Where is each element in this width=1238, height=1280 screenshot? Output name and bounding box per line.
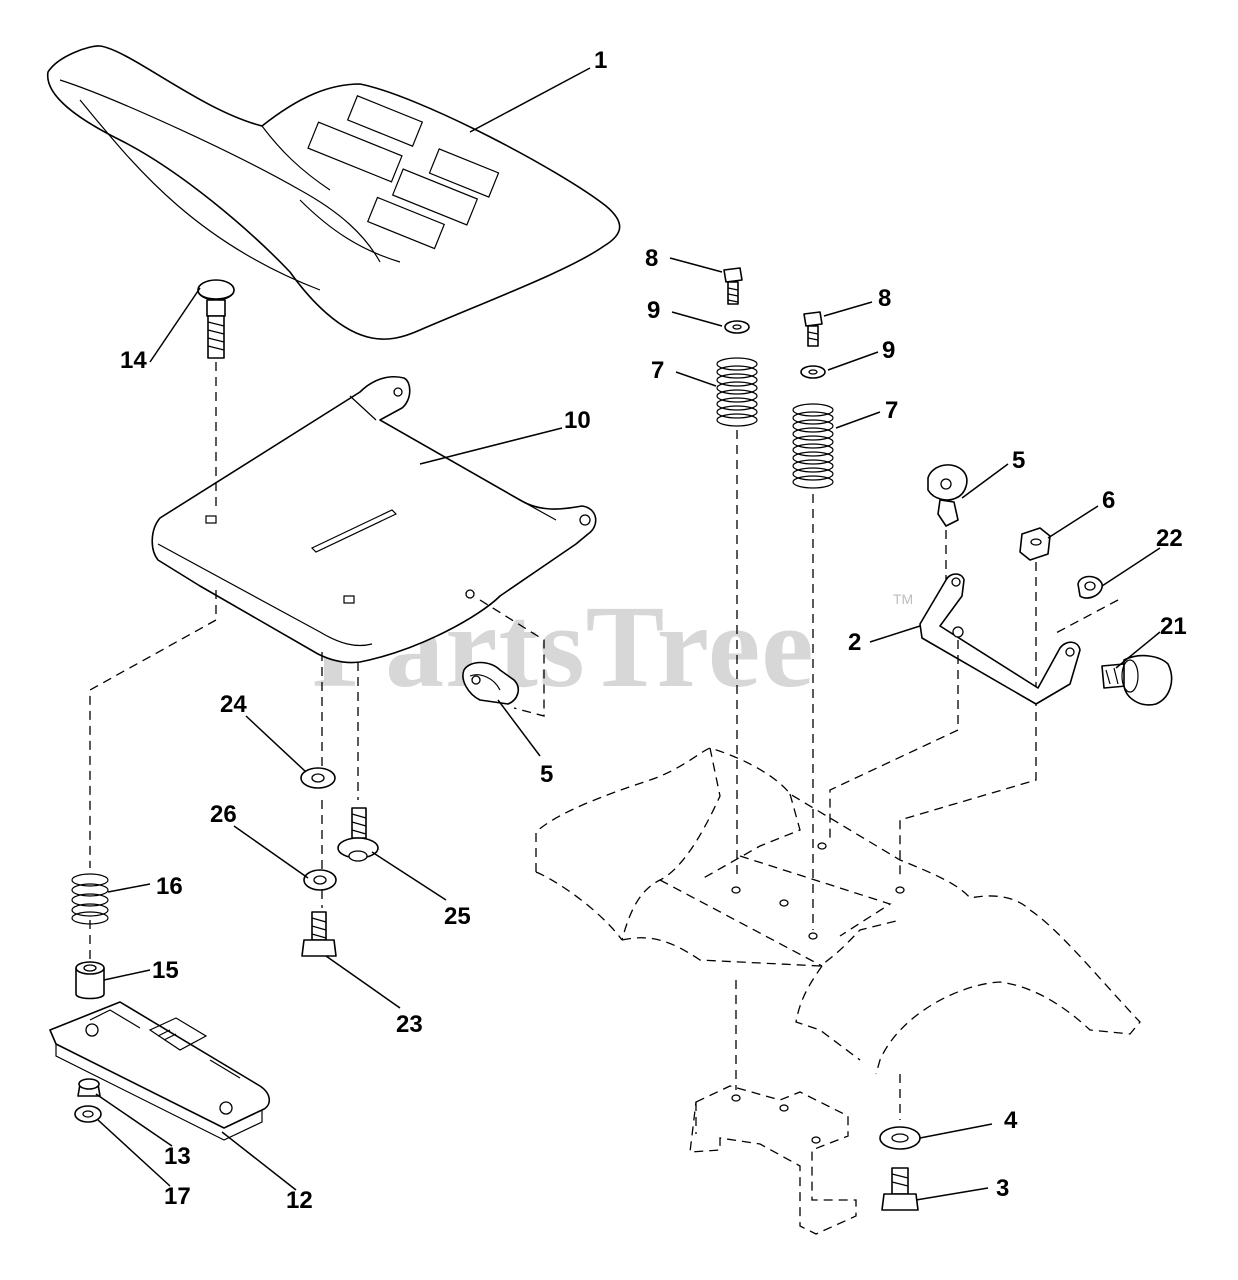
part-8-bolt-right[interactable] (803, 311, 823, 347)
callout-labels: 1 8 8 9 9 7 7 14 10 5 5 6 22 2 21 24 26 … (120, 47, 1187, 1214)
part-6-nut[interactable] (899, 527, 1051, 880)
callout-8-right: 8 (878, 285, 891, 312)
part-12-bracket[interactable] (49, 1001, 271, 1141)
callout-21: 21 (1160, 613, 1187, 640)
part-23-hex-bolt[interactable] (301, 911, 337, 957)
part-22-washer[interactable] (1053, 575, 1119, 635)
part-3-hex-bolt[interactable] (881, 1167, 919, 1211)
part-17-washer[interactable] (74, 1105, 102, 1123)
part-9-washer-left[interactable] (724, 320, 750, 334)
part-2-bracket[interactable] (829, 573, 1081, 840)
part-21-shoulder-bolt[interactable] (1101, 654, 1173, 706)
part-7-spring-right[interactable] (792, 403, 834, 489)
callout-10: 10 (564, 407, 591, 434)
callout-16: 16 (156, 873, 183, 900)
part-4-washer[interactable] (879, 1126, 921, 1150)
callout-1: 1 (594, 47, 607, 74)
callout-9-right: 9 (882, 337, 895, 364)
callout-9-left: 9 (647, 297, 660, 324)
callout-12: 12 (286, 1187, 313, 1214)
part-5-clip-left[interactable] (462, 599, 545, 717)
watermark-trademark: TM (893, 591, 913, 607)
callout-25: 25 (444, 903, 471, 930)
part-1-seat[interactable] (47, 45, 621, 340)
part-24-washer[interactable] (300, 767, 336, 789)
part-7-spring-left[interactable] (716, 357, 758, 427)
callout-3: 3 (996, 1175, 1009, 1202)
callout-2: 2 (848, 629, 861, 656)
callout-22: 22 (1156, 525, 1183, 552)
callout-24: 24 (220, 691, 247, 718)
leader-lines (95, 67, 1161, 1201)
part-13-nut[interactable] (77, 1078, 101, 1097)
callout-17: 17 (164, 1183, 191, 1210)
callout-23: 23 (396, 1011, 423, 1038)
part-15-bushing[interactable] (75, 961, 105, 1000)
part-9-washer-right[interactable] (800, 365, 826, 379)
callout-5-left: 5 (540, 761, 553, 788)
callout-14: 14 (120, 347, 147, 374)
callout-7-left: 7 (651, 357, 664, 384)
callout-13: 13 (164, 1143, 191, 1170)
callout-7-right: 7 (885, 397, 898, 424)
callout-8-left: 8 (645, 245, 658, 272)
part-14-carriage-bolt[interactable] (197, 279, 235, 506)
part-8-bolt-left[interactable] (723, 267, 743, 305)
part-25-shoulder-bolt[interactable] (337, 807, 379, 862)
part-26-lock-washer[interactable] (303, 869, 337, 891)
callout-5-right: 5 (1012, 447, 1025, 474)
part-5-clip-right[interactable] (927, 464, 968, 590)
callout-4: 4 (1004, 1107, 1018, 1134)
callout-26: 26 (210, 801, 237, 828)
callout-15: 15 (152, 957, 179, 984)
part-16-spring[interactable] (71, 873, 109, 925)
frame-outline (535, 747, 1141, 1235)
callout-6: 6 (1102, 487, 1115, 514)
